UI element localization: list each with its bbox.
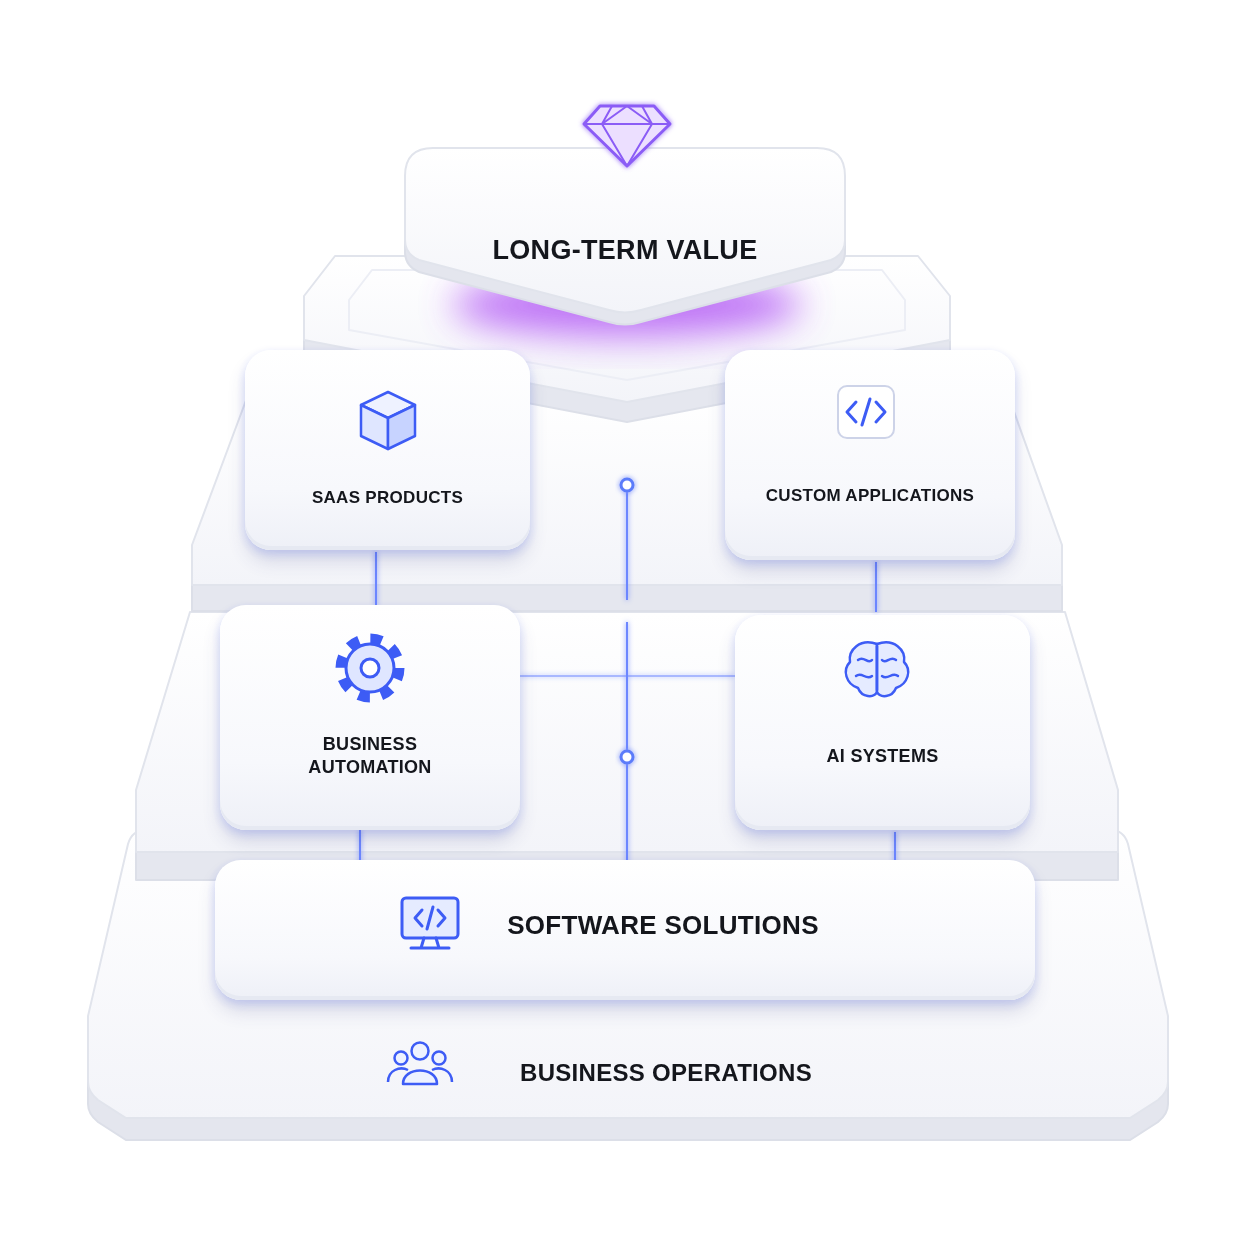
node-label: AI SYSTEMS: [826, 745, 938, 767]
glow-connector: [530, 484, 725, 487]
grid-wire: [875, 562, 877, 612]
glow-connector: [520, 756, 735, 759]
node-label: SOFTWARE SOLUTIONS: [507, 910, 819, 940]
capability-card: AI SYSTEMS: [735, 615, 1030, 830]
base-platform: BUSINESS OPERATIONS SOFTWARE SOLUTIONS: [80, 820, 1176, 1145]
node-label: CUSTOM APPLICATIONS: [766, 485, 974, 506]
capability-card: BUSINESS AUTOMATION: [220, 605, 520, 830]
node-label: SAAS PRODUCTS: [312, 487, 463, 508]
solution-band: SOFTWARE SOLUTIONS: [215, 860, 1035, 1000]
grid-wire: [375, 552, 377, 606]
grid-wire: [520, 675, 735, 677]
junction-dot: [621, 479, 633, 491]
product-card: SAAS PRODUCTS: [245, 350, 530, 550]
node-label: BUSINESS AUTOMATION: [290, 733, 450, 779]
junction-dot: [621, 751, 633, 763]
product-card: CUSTOM APPLICATIONS: [725, 350, 1015, 560]
value-cap: LONG-TERM VALUE: [405, 140, 845, 325]
platform-top: [88, 830, 1168, 1118]
value-cap-outline: [405, 140, 845, 325]
grid-wire: [626, 485, 628, 600]
platform-top: [405, 148, 845, 313]
node-label: BUSINESS OPERATIONS: [520, 1059, 812, 1087]
node-label: LONG-TERM VALUE: [493, 235, 758, 265]
